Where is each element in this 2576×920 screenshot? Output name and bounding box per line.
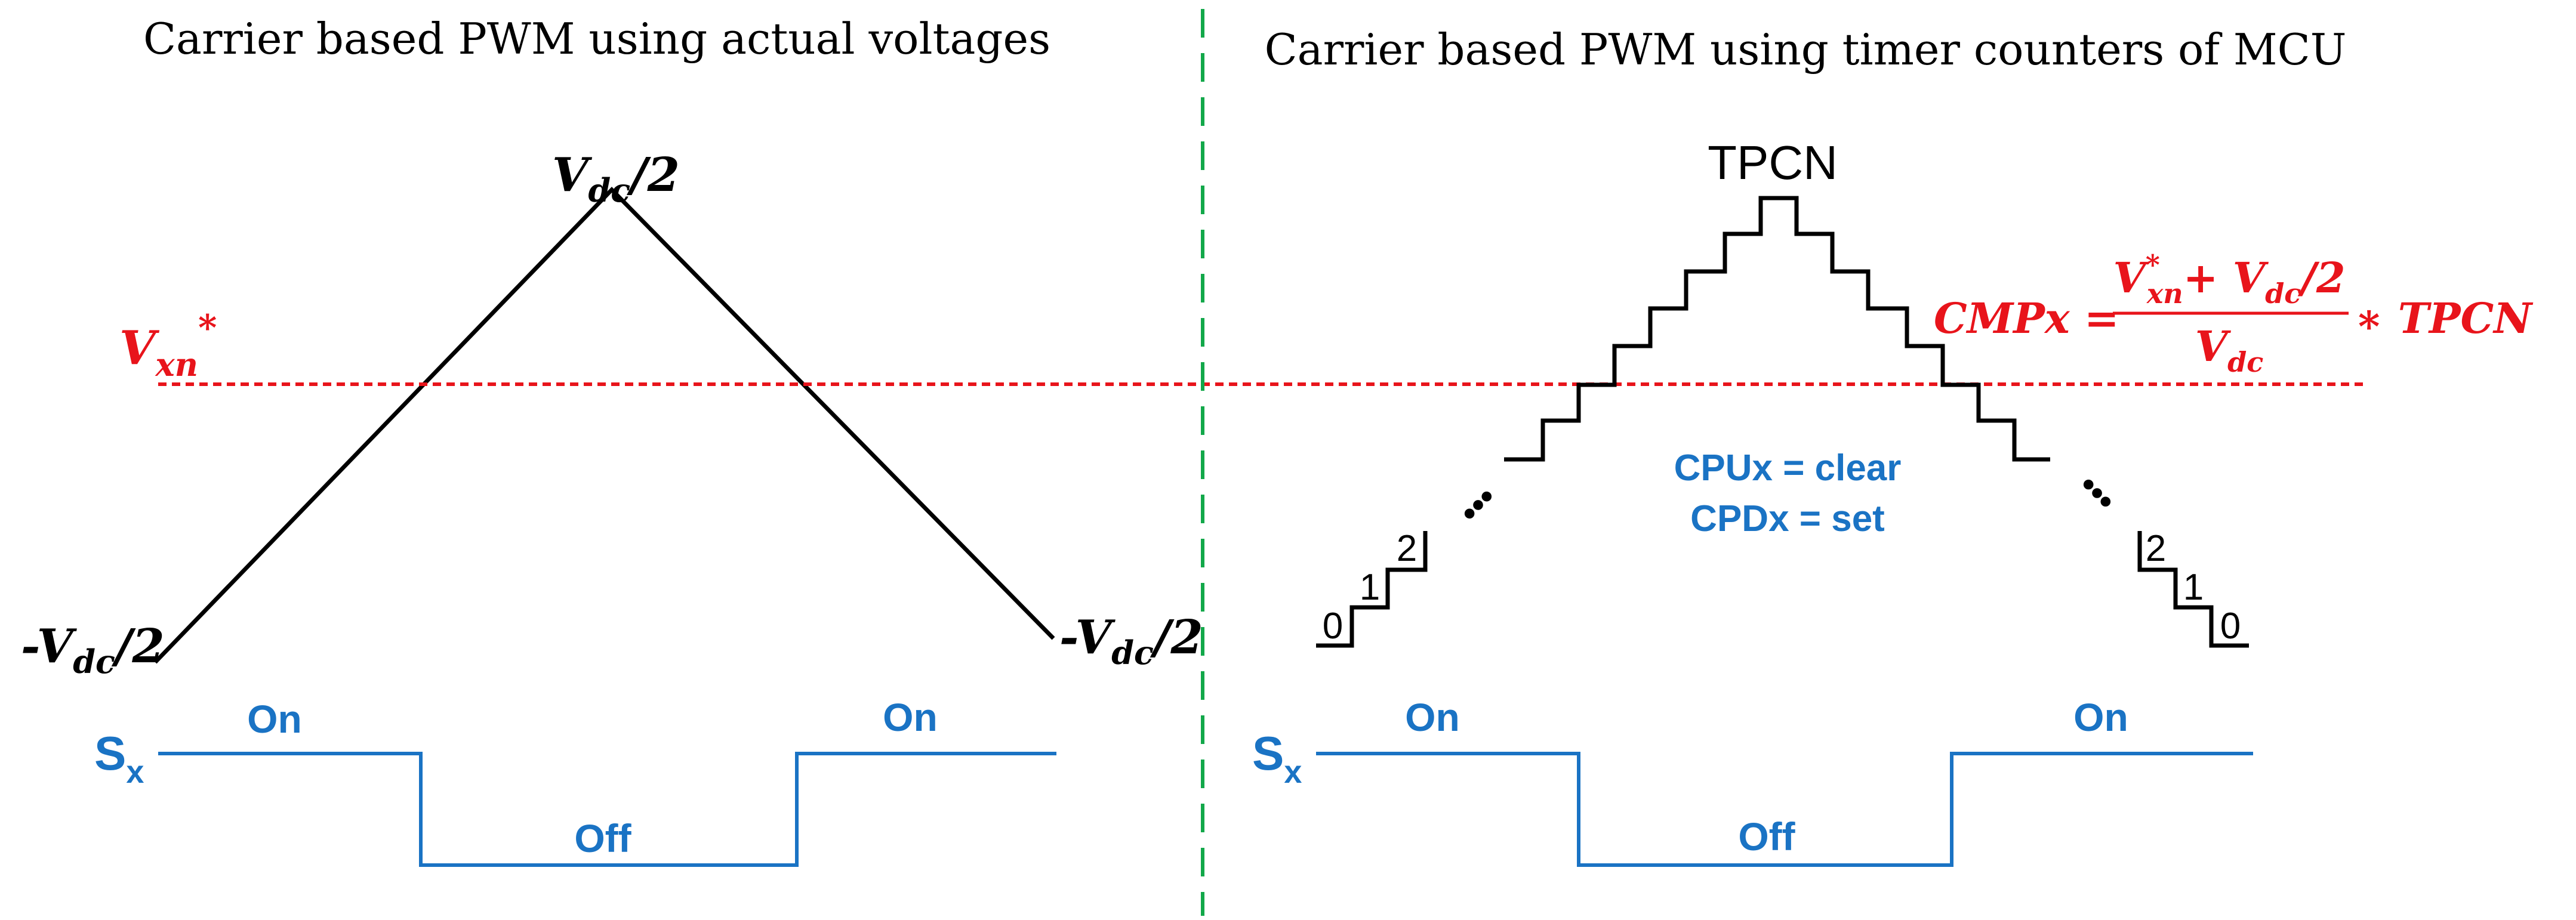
count-left-1: 1 — [1360, 567, 1380, 608]
right-staircase-lower-right — [2137, 531, 2249, 648]
right-on-label-1: On — [1405, 695, 1460, 739]
formula-denominator: Vdc — [2195, 322, 2264, 378]
formula-lhs: CMPx = — [1934, 294, 2119, 343]
left-off-label: Off — [574, 816, 631, 860]
formula-times-tpcn: ∗ TPCN — [2355, 294, 2534, 343]
right-off-label: Off — [1738, 814, 1795, 859]
right-switch-waveform — [1316, 752, 2253, 867]
count-left-0: 0 — [1323, 606, 1343, 647]
left-panel-title: Carrier based PWM using actual voltages — [143, 14, 1050, 64]
left-on-label-1: On — [247, 697, 302, 741]
right-ellipsis: ••• — [2070, 467, 2124, 520]
right-staircase-upper — [1504, 196, 2050, 462]
count-left-2: 2 — [1397, 528, 1417, 569]
right-on-label-2: On — [2073, 695, 2128, 739]
right-panel-title: Carrier based PWM using timer counters o… — [1265, 24, 2347, 75]
count-right-0: 0 — [2220, 606, 2241, 647]
left-valley-label: -Vdc/2 — [21, 619, 165, 681]
left-switch-label: Sx — [94, 727, 144, 790]
left-triangle-carrier — [153, 186, 1055, 664]
left-ellipsis: ••• — [1452, 478, 1505, 532]
count-right-2: 2 — [2146, 528, 2166, 569]
left-reference-label: Vxn* — [119, 307, 217, 384]
left-peak-label: Vdc/2 — [552, 148, 680, 209]
right-valley-label: -Vdc/2 — [1059, 610, 1203, 672]
left-switch-waveform — [158, 752, 1056, 867]
cpd-note: CPDx = set — [1690, 498, 1885, 539]
count-right-1: 1 — [2183, 567, 2204, 608]
right-peak-label: TPCN — [1708, 136, 1838, 189]
cmpx-formula: CMPx = V*xn+ Vdc/2 Vdc ∗ TPCN — [1934, 249, 2534, 378]
formula-numerator: V*xn+ Vdc/2 — [2113, 249, 2345, 310]
right-staircase-lower-left — [1316, 531, 1428, 648]
left-on-label-2: On — [883, 695, 938, 739]
cpu-note: CPUx = clear — [1674, 447, 1902, 489]
right-switch-label: Sx — [1252, 727, 1302, 790]
